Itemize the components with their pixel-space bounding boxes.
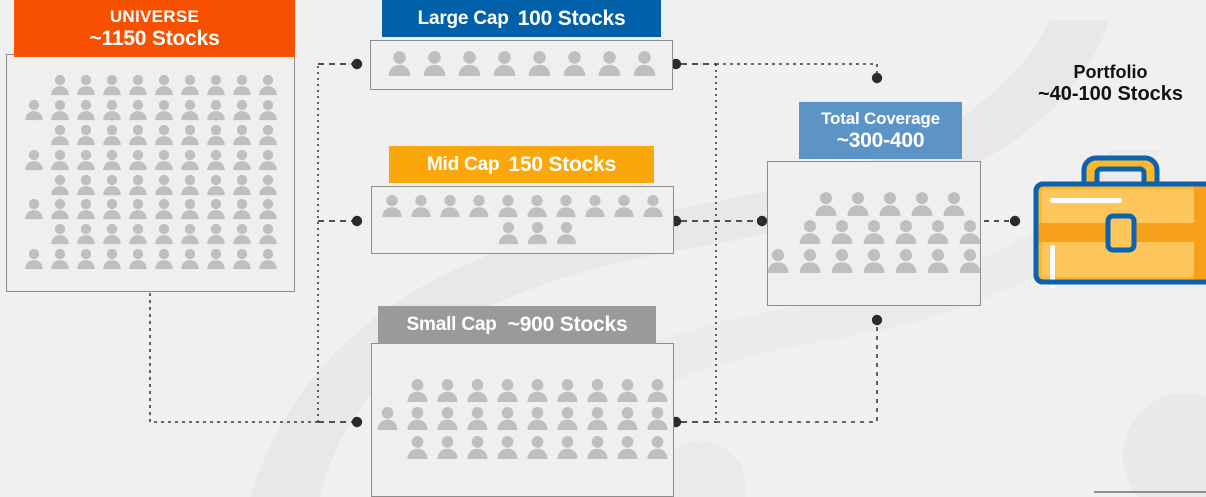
universe-crowd [7, 55, 294, 291]
universe-label-line1: UNIVERSE [109, 6, 200, 26]
person-row [23, 198, 279, 222]
mid-cap-label-line1: Mid Cap [426, 153, 500, 175]
portfolio-label-line1: Portfolio [1073, 62, 1148, 82]
small-cap-crowd [372, 344, 673, 496]
total-coverage-box[interactable] [767, 161, 981, 306]
total-coverage-label-line1: Total Coverage [821, 108, 940, 128]
person-row [23, 149, 279, 173]
universe-box[interactable] [6, 54, 295, 292]
person-row [23, 99, 279, 123]
person-row [375, 406, 670, 433]
person-row [405, 378, 670, 405]
person-row [49, 223, 279, 247]
mid-cap-crowd [372, 187, 673, 253]
mid-cap-label-chip: Mid Cap 150 Stocks [389, 146, 654, 183]
briefcase-icon[interactable] [1028, 128, 1206, 288]
person-row [496, 221, 578, 247]
person-row [797, 219, 983, 247]
large-cap-box[interactable] [370, 40, 673, 90]
large-cap-label-line2: 100 Stocks [517, 6, 626, 30]
person-row [49, 124, 279, 148]
mid-cap-label-line2: 150 Stocks [508, 152, 617, 176]
small-cap-box[interactable] [371, 343, 674, 497]
person-row [49, 174, 279, 198]
person-row [23, 248, 279, 272]
person-row [405, 435, 670, 462]
universe-label-chip: UNIVERSE ~1150 Stocks [14, 0, 295, 57]
person-row [380, 194, 665, 220]
person-row [813, 191, 967, 219]
portfolio-label-line2: ~40-100 Stocks [1037, 82, 1184, 105]
large-cap-label-line1: Large Cap [417, 7, 509, 29]
person-row [49, 74, 279, 98]
universe-label-line2: ~1150 Stocks [89, 26, 220, 50]
small-cap-label-chip: Small Cap ~900 Stocks [378, 306, 656, 344]
large-cap-label-chip: Large Cap 100 Stocks [382, 0, 661, 37]
total-coverage-label-chip: Total Coverage ~300-400 [799, 102, 962, 159]
bottom-hairline [1094, 491, 1206, 493]
small-cap-label-line2: ~900 Stocks [507, 313, 628, 337]
mid-cap-box[interactable] [371, 186, 674, 254]
total-coverage-label-line2: ~300-400 [836, 128, 925, 152]
person-row [386, 50, 658, 79]
person-row [765, 248, 983, 276]
portfolio-caption: Portfolio ~40-100 Stocks [1008, 62, 1206, 106]
small-cap-label-line1: Small Cap [406, 314, 497, 336]
total-coverage-crowd [765, 162, 983, 305]
large-cap-crowd [371, 41, 672, 89]
